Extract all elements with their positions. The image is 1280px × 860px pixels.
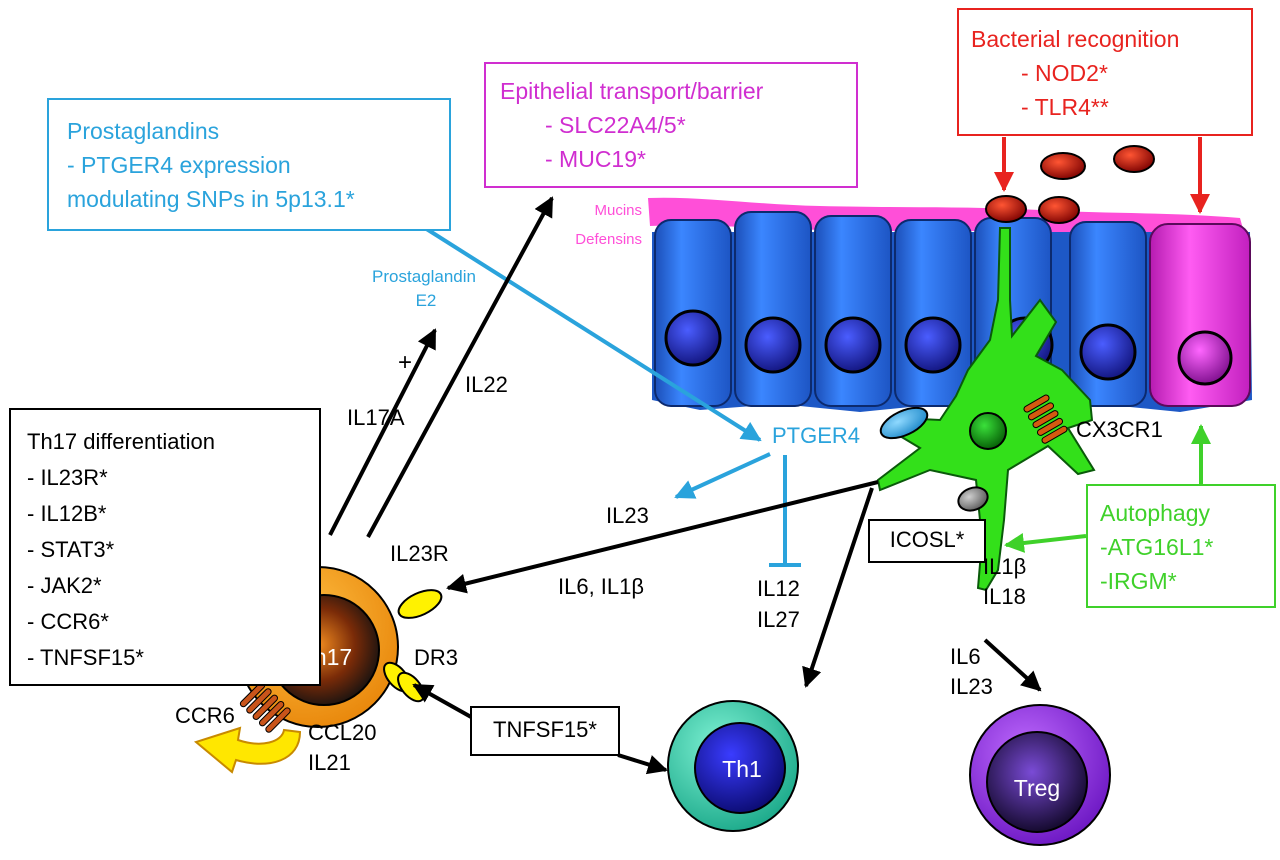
icosl-receptor [957, 486, 989, 512]
label-il23r: IL23R [390, 541, 449, 566]
box-th17-title: Th17 differentiation [27, 429, 215, 454]
box-prostaglandins-title: Prostaglandins [67, 118, 220, 144]
label-ccr6: CCR6 [175, 703, 235, 728]
ccr6-receptor [239, 681, 291, 733]
label-il23b: IL23 [950, 674, 993, 699]
label-ccl20: CCL20 [308, 720, 376, 745]
bacterium [1038, 196, 1080, 224]
dendritic-cell-nucleus [969, 412, 1007, 450]
box-th17-line: - TNFSF15* [27, 645, 144, 670]
box-autophagy: Autophagy -ATG16L1* -IRGM* [1086, 484, 1276, 608]
box-autophagy-title: Autophagy [1100, 500, 1210, 526]
box-autophagy-line: -IRGM* [1100, 568, 1177, 594]
label-ptger4: PTGER4 [772, 423, 860, 448]
cell-label-treg: Treg [1014, 775, 1060, 801]
label-il23: IL23 [606, 503, 649, 528]
box-bacterial-title: Bacterial recognition [971, 26, 1180, 52]
ccl20-curved-arrow [193, 726, 302, 774]
box-tnfsf15: TNFSF15* [470, 706, 620, 756]
label-il6: IL6 [950, 644, 981, 669]
label-plus: + [398, 349, 412, 376]
box-epithelial-title: Epithelial transport/barrier [500, 78, 764, 104]
bacterium [985, 195, 1027, 223]
arrow-dc-to-treg [983, 638, 1042, 692]
cx3cr1-receptor [1023, 394, 1068, 444]
label-il18: IL18 [983, 584, 1026, 609]
box-th17-line: - IL12B* [27, 501, 107, 526]
box-tnfsf15-label: TNFSF15* [493, 717, 597, 742]
box-bacterial-line: - NOD2* [1021, 60, 1108, 86]
arrow-prostaglandins-to-ptger4 [423, 226, 762, 442]
box-prostaglandins: Prostaglandins - PTGER4 expression modul… [47, 98, 451, 231]
box-epithelial-transport: Epithelial transport/barrier - SLC22A4/5… [484, 62, 858, 188]
treg-cell-nucleus [986, 731, 1088, 833]
nucleus [744, 316, 802, 374]
arrow-dc-to-th17 [446, 480, 879, 594]
label-il22: IL22 [465, 372, 508, 397]
label-il17a: IL17A [347, 405, 405, 430]
nucleus [904, 316, 962, 374]
ptger4-receptor [879, 406, 929, 440]
box-bacterial-recognition: Bacterial recognition - NOD2* - TLR4** [957, 8, 1253, 136]
box-epithelial-line: - MUC19* [545, 146, 646, 172]
label-mucins: Mucins [594, 202, 642, 219]
bacterium [1040, 152, 1086, 180]
arrow-dc-to-th1 [802, 487, 874, 688]
box-bacterial-line: - TLR4** [1021, 94, 1109, 120]
bacterium [1113, 145, 1155, 173]
th1-cell-nucleus [694, 722, 786, 814]
box-th17-line: - IL23R* [27, 465, 108, 490]
arrow-autophagy-to-dc [1004, 533, 1087, 553]
nucleus [1079, 323, 1137, 381]
epithelial-cells [654, 211, 1251, 407]
arrow-tnfsf15-to-th1 [617, 753, 668, 775]
label-il12: IL12 [757, 576, 800, 601]
label-e2: E2 [416, 291, 437, 310]
nucleus [824, 316, 882, 374]
epithelial-cell [734, 211, 812, 407]
box-prostaglandins-line: modulating SNPs in 5p13.1* [67, 186, 355, 212]
bacteria [985, 145, 1155, 224]
goblet-nucleus [1177, 330, 1233, 386]
epithelial-cell [814, 215, 892, 407]
box-th17-line: - CCR6* [27, 609, 109, 634]
box-th17-differentiation: Th17 differentiation - IL23R* - IL12B* -… [9, 408, 321, 686]
label-il1b: IL1β [983, 554, 1026, 579]
box-icosl: ICOSL* [868, 519, 986, 563]
label-il21: IL21 [308, 750, 351, 775]
box-prostaglandins-line: - PTGER4 expression [67, 152, 291, 178]
box-th17-line: - STAT3* [27, 537, 115, 562]
box-autophagy-line: -ATG16L1* [1100, 534, 1214, 560]
il23r-receptor [397, 589, 443, 619]
epithelial-cell [894, 219, 972, 407]
arrow-tnfsf15-to-dr3 [412, 683, 481, 724]
arrow-th17-il22-to-epithelium [366, 196, 554, 538]
arrow-th17-il17a-to-pge2 [328, 328, 437, 536]
label-defensins: Defensins [575, 231, 642, 248]
box-icosl-label: ICOSL* [889, 527, 965, 552]
label-dr3: DR3 [414, 645, 458, 670]
nucleus [664, 309, 722, 367]
label-prostaglandin: Prostaglandin [372, 267, 476, 286]
arrow-ptger4-to-il23 [674, 452, 771, 499]
box-epithelial-line: - SLC22A4/5* [545, 112, 686, 138]
box-th17-line: - JAK2* [27, 573, 102, 598]
cell-label-th1: Th1 [722, 756, 762, 782]
label-il6-il1b: IL6, IL1β [558, 574, 644, 599]
label-il27: IL27 [757, 607, 800, 632]
label-cx3cr1: CX3CR1 [1076, 417, 1163, 442]
